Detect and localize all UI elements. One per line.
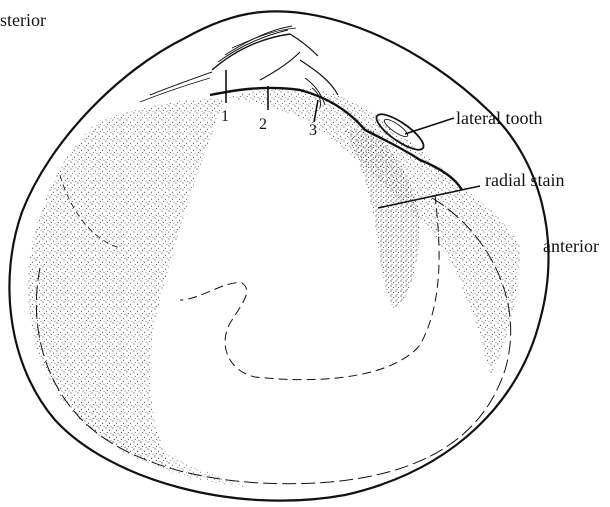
label-tooth-3: 3 (309, 122, 317, 139)
label-lateral-tooth: lateral tooth (456, 108, 542, 128)
label-anterior: anterior (543, 236, 599, 256)
label-radial-stain: radial stain (485, 170, 564, 190)
label-tooth-1: 1 (221, 108, 229, 125)
stippled-left-region (28, 99, 225, 470)
leader-lateral-tooth (405, 118, 454, 134)
label-posterior: sterior (0, 10, 46, 30)
label-tooth-2: 2 (259, 116, 267, 133)
